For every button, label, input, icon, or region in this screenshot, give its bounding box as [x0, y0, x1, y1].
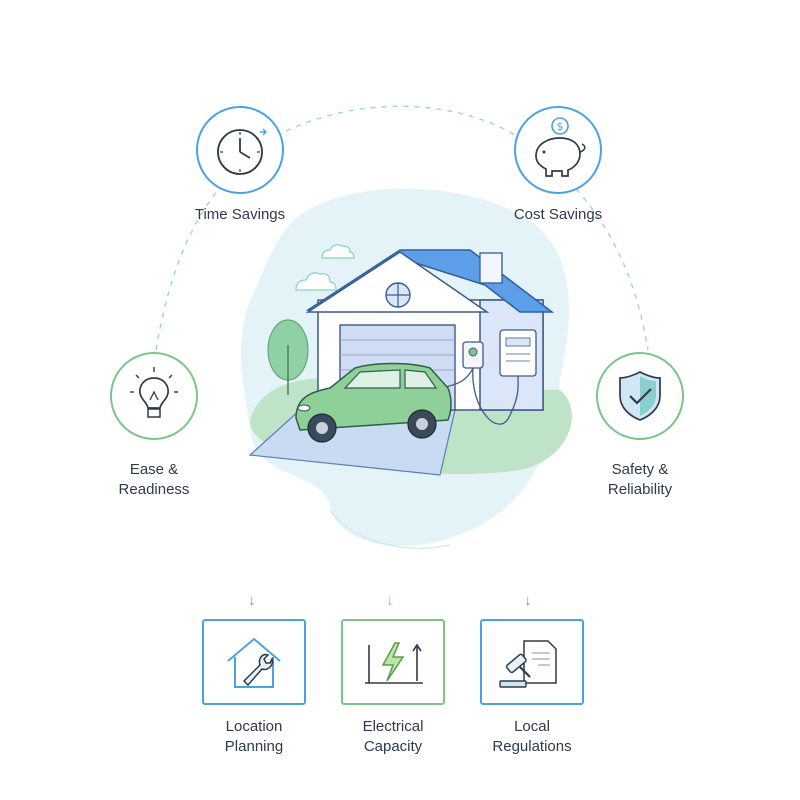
roof-gable: [305, 251, 490, 313]
regulations-label-line1: Local: [514, 718, 550, 735]
safety-label-line2: Reliability: [607, 481, 673, 498]
electrical-capacity-label: Electrical Capacity: [323, 717, 463, 757]
cloud-top: [321, 244, 355, 259]
charging-cable: [472, 367, 519, 425]
electrical-label-line2: Capacity: [363, 738, 423, 755]
arrow-down-icon: ↓: [524, 592, 532, 609]
house-wrench-icon: [227, 637, 281, 688]
location-label-line2: Planning: [224, 738, 284, 755]
regulations-label-line2: Regulations: [492, 738, 572, 755]
time-savings-label: Time Savings: [194, 206, 286, 223]
shield-check-icon: [619, 371, 661, 421]
chimney: [479, 252, 503, 284]
safety-reliability-circle: [596, 352, 684, 440]
gavel-document-icon: [499, 640, 557, 688]
electrical-capacity-box: [341, 619, 445, 705]
ease-label-line2: Readiness: [118, 481, 190, 498]
local-regulations-label: Local Regulations: [462, 717, 602, 757]
svg-text:$: $: [557, 120, 564, 133]
time-savings-circle: [196, 106, 284, 194]
location-planning-label: Location Planning: [184, 717, 324, 757]
safety-label-line1: Safety &: [611, 461, 669, 478]
safety-reliability-label: Safety & Reliability: [570, 460, 710, 500]
arrow-down-icon: ↓: [248, 592, 256, 609]
clock-icon: [217, 128, 267, 175]
cloud-left: [295, 272, 337, 291]
piggy-bank-icon: $: [535, 117, 586, 177]
arrow-down-icon: ↓: [386, 592, 394, 609]
local-regulations-box: [480, 619, 584, 705]
lightbulb-icon: [130, 367, 178, 418]
location-planning-box: [202, 619, 306, 705]
electrical-panel: [499, 329, 537, 377]
cost-savings-label: Cost Savings: [513, 206, 603, 223]
cost-savings-circle: $: [514, 106, 602, 194]
location-label-line1: Location: [225, 718, 283, 735]
ease-readiness-circle: [110, 352, 198, 440]
ease-label-line1: Ease &: [129, 461, 179, 478]
electrical-label-line1: Electrical: [362, 718, 424, 735]
ease-readiness-label: Ease & Readiness: [84, 460, 224, 500]
lightning-bolt-icon: [365, 642, 423, 684]
blob-outline: [329, 509, 451, 549]
